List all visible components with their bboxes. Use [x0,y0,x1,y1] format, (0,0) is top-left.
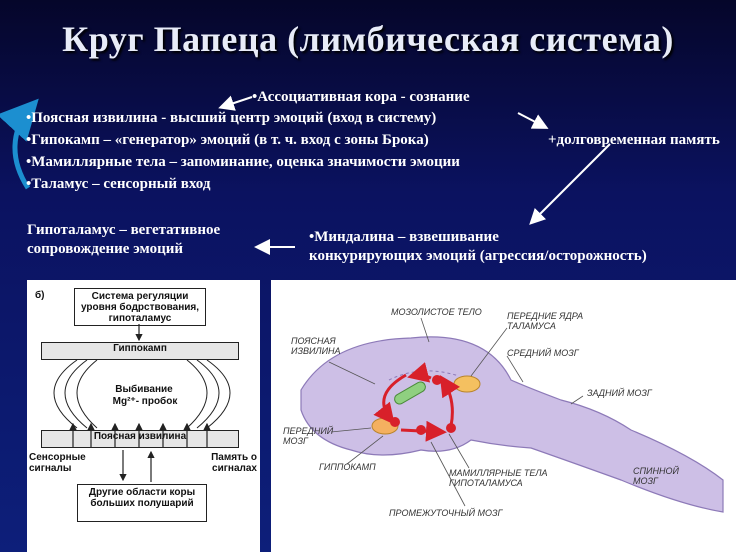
regulation-diagram: б) Система регуляции уровня бодрствовани… [27,280,260,552]
assoc-cortex-text: •Ассоциативная кора - сознание [252,89,470,105]
list-item: •Таламус – сенсорный вход [26,176,211,192]
memory-label: Память о сигналах [211,452,257,474]
longterm-memory-text: +долговременная память [548,132,720,148]
midbrain-label: СРЕДНИЙ МОЗГ [507,348,579,358]
system-box: Система регуляции уровня бодрствования, … [74,288,206,326]
hippocampus-label: ГИППОКАМП [319,462,376,472]
arrow-to-cingulate [218,95,253,111]
anterior-nuclei-label: ПЕРЕДНИЕ ЯДРА ТАЛАМУСА [507,311,584,331]
list-item: •Гипокамп – «генератор» эмоций (в т. ч. … [26,132,429,148]
brain-illustration [300,317,724,513]
connector-arrows [0,95,611,255]
diencephalon-label: ПРОМЕЖУТОЧНЫЙ МОЗГ [389,508,503,518]
spinal-cord-label: СПИННОЙ МОЗГ [633,466,679,486]
corpus-callosum-label: МОЗОЛИСТОЕ ТЕЛО [391,307,482,317]
hindbrain-label: ЗАДНИЙ МОЗГ [587,388,652,398]
arrow-to-memory [517,112,549,129]
arrow-to-amygdala [529,143,611,225]
brain-diagram: МОЗОЛИСТОЕ ТЕЛО ПЕРЕДНИЕ ЯДРА ТАЛАМУСА П… [271,280,736,552]
circuit-loop-arrow [0,98,39,190]
cingulate-label: ПОЯСНАЯ ИЗВИЛИНА [291,336,341,356]
regulation-arrows [53,324,231,482]
list-item: •Поясная извилина - высший центр эмоций … [26,110,437,126]
list-item: •Мамиллярные тела – запоминание, оценка … [26,154,460,170]
slide-title: Круг Папеца (лимбическая система) [62,19,674,59]
forebrain-label: ПЕРЕДНИЙ МОЗГ [283,426,334,446]
hippocampus-bar: Гиппокамп [41,342,239,360]
knockout-label-2: Mg²⁺- пробок [112,396,178,407]
other-cortex-box: Другие области коры больших полушарий [77,484,207,522]
sensory-label: Сенсорные сигналы [29,452,86,474]
mammillary-label: МАМИЛЛЯРНЫЕ ТЕЛА ГИПОТАЛАМУСА [449,468,548,488]
diagram-label: б) [35,290,45,301]
knockout-label-1: Выбивание [115,384,173,395]
